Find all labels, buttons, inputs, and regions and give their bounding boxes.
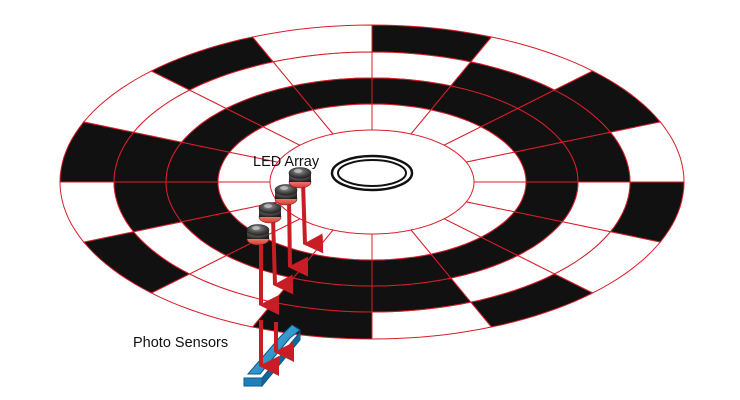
led-icon bbox=[288, 167, 312, 189]
hub-ring-icon bbox=[330, 154, 414, 192]
encoder-disk bbox=[59, 24, 685, 340]
led-icon bbox=[246, 224, 270, 246]
photo-sensor-strip-icon bbox=[243, 324, 301, 388]
light-beam bbox=[287, 198, 309, 277]
led-icon bbox=[274, 184, 298, 206]
disk-segment bbox=[312, 103, 373, 135]
led-icon bbox=[258, 202, 282, 224]
led-array bbox=[246, 167, 312, 246]
light-beam bbox=[271, 216, 294, 295]
light-beam bbox=[301, 181, 324, 254]
light-beams bbox=[259, 181, 324, 376]
photo-sensors-label: Photo Sensors bbox=[133, 335, 228, 351]
led-array-label: LED Array bbox=[253, 154, 320, 170]
